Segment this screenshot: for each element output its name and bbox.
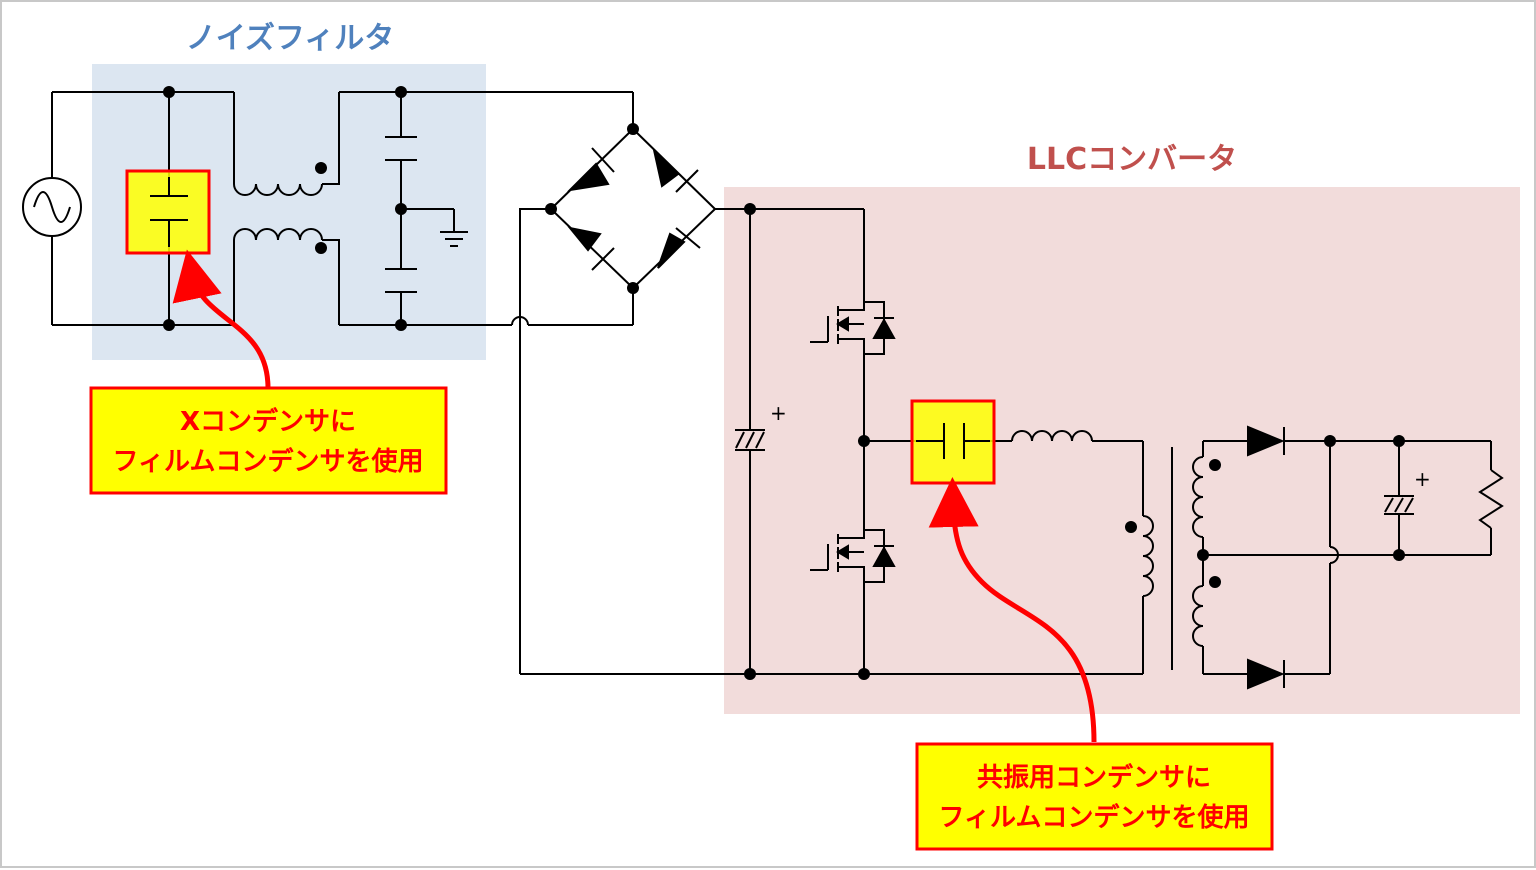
x-cap-callout-line2: フィルムコンデンサを使用	[113, 446, 424, 477]
semiconductor-marks	[567, 146, 1285, 690]
resonant-callout-arrow	[928, 477, 1097, 743]
bulk-cap-plus-label: +	[770, 401, 787, 425]
x-cap-callout-arrow	[172, 249, 271, 389]
bridge-diode-icon	[567, 162, 610, 192]
x-cap-callout-line1: Xコンデンサに	[180, 406, 356, 437]
output-cap-plus-label: +	[1414, 467, 1431, 491]
bridge-diode-icon	[657, 232, 686, 269]
x-cap-callout-box	[89, 386, 448, 495]
body-diode-icon	[872, 317, 896, 339]
junction-dots	[163, 86, 1405, 680]
resonant-callout-line2: フィルムコンデンサを使用	[939, 802, 1250, 833]
resonant-callout-box	[915, 742, 1274, 851]
bridge-diode-icon	[567, 226, 602, 252]
llc-converter-label: LLCコンバータ	[1027, 142, 1237, 177]
noise-filter-label: ノイズフィルタ	[186, 21, 395, 56]
llc-converter-region	[724, 187, 1520, 714]
resonant-callout-line1: 共振用コンデンサに	[977, 762, 1211, 793]
body-diode-icon	[872, 545, 896, 567]
rectifier-diode-icon	[1247, 425, 1285, 457]
rectifier-diode-icon	[1247, 658, 1285, 690]
bridge-diode-icon	[652, 146, 680, 188]
